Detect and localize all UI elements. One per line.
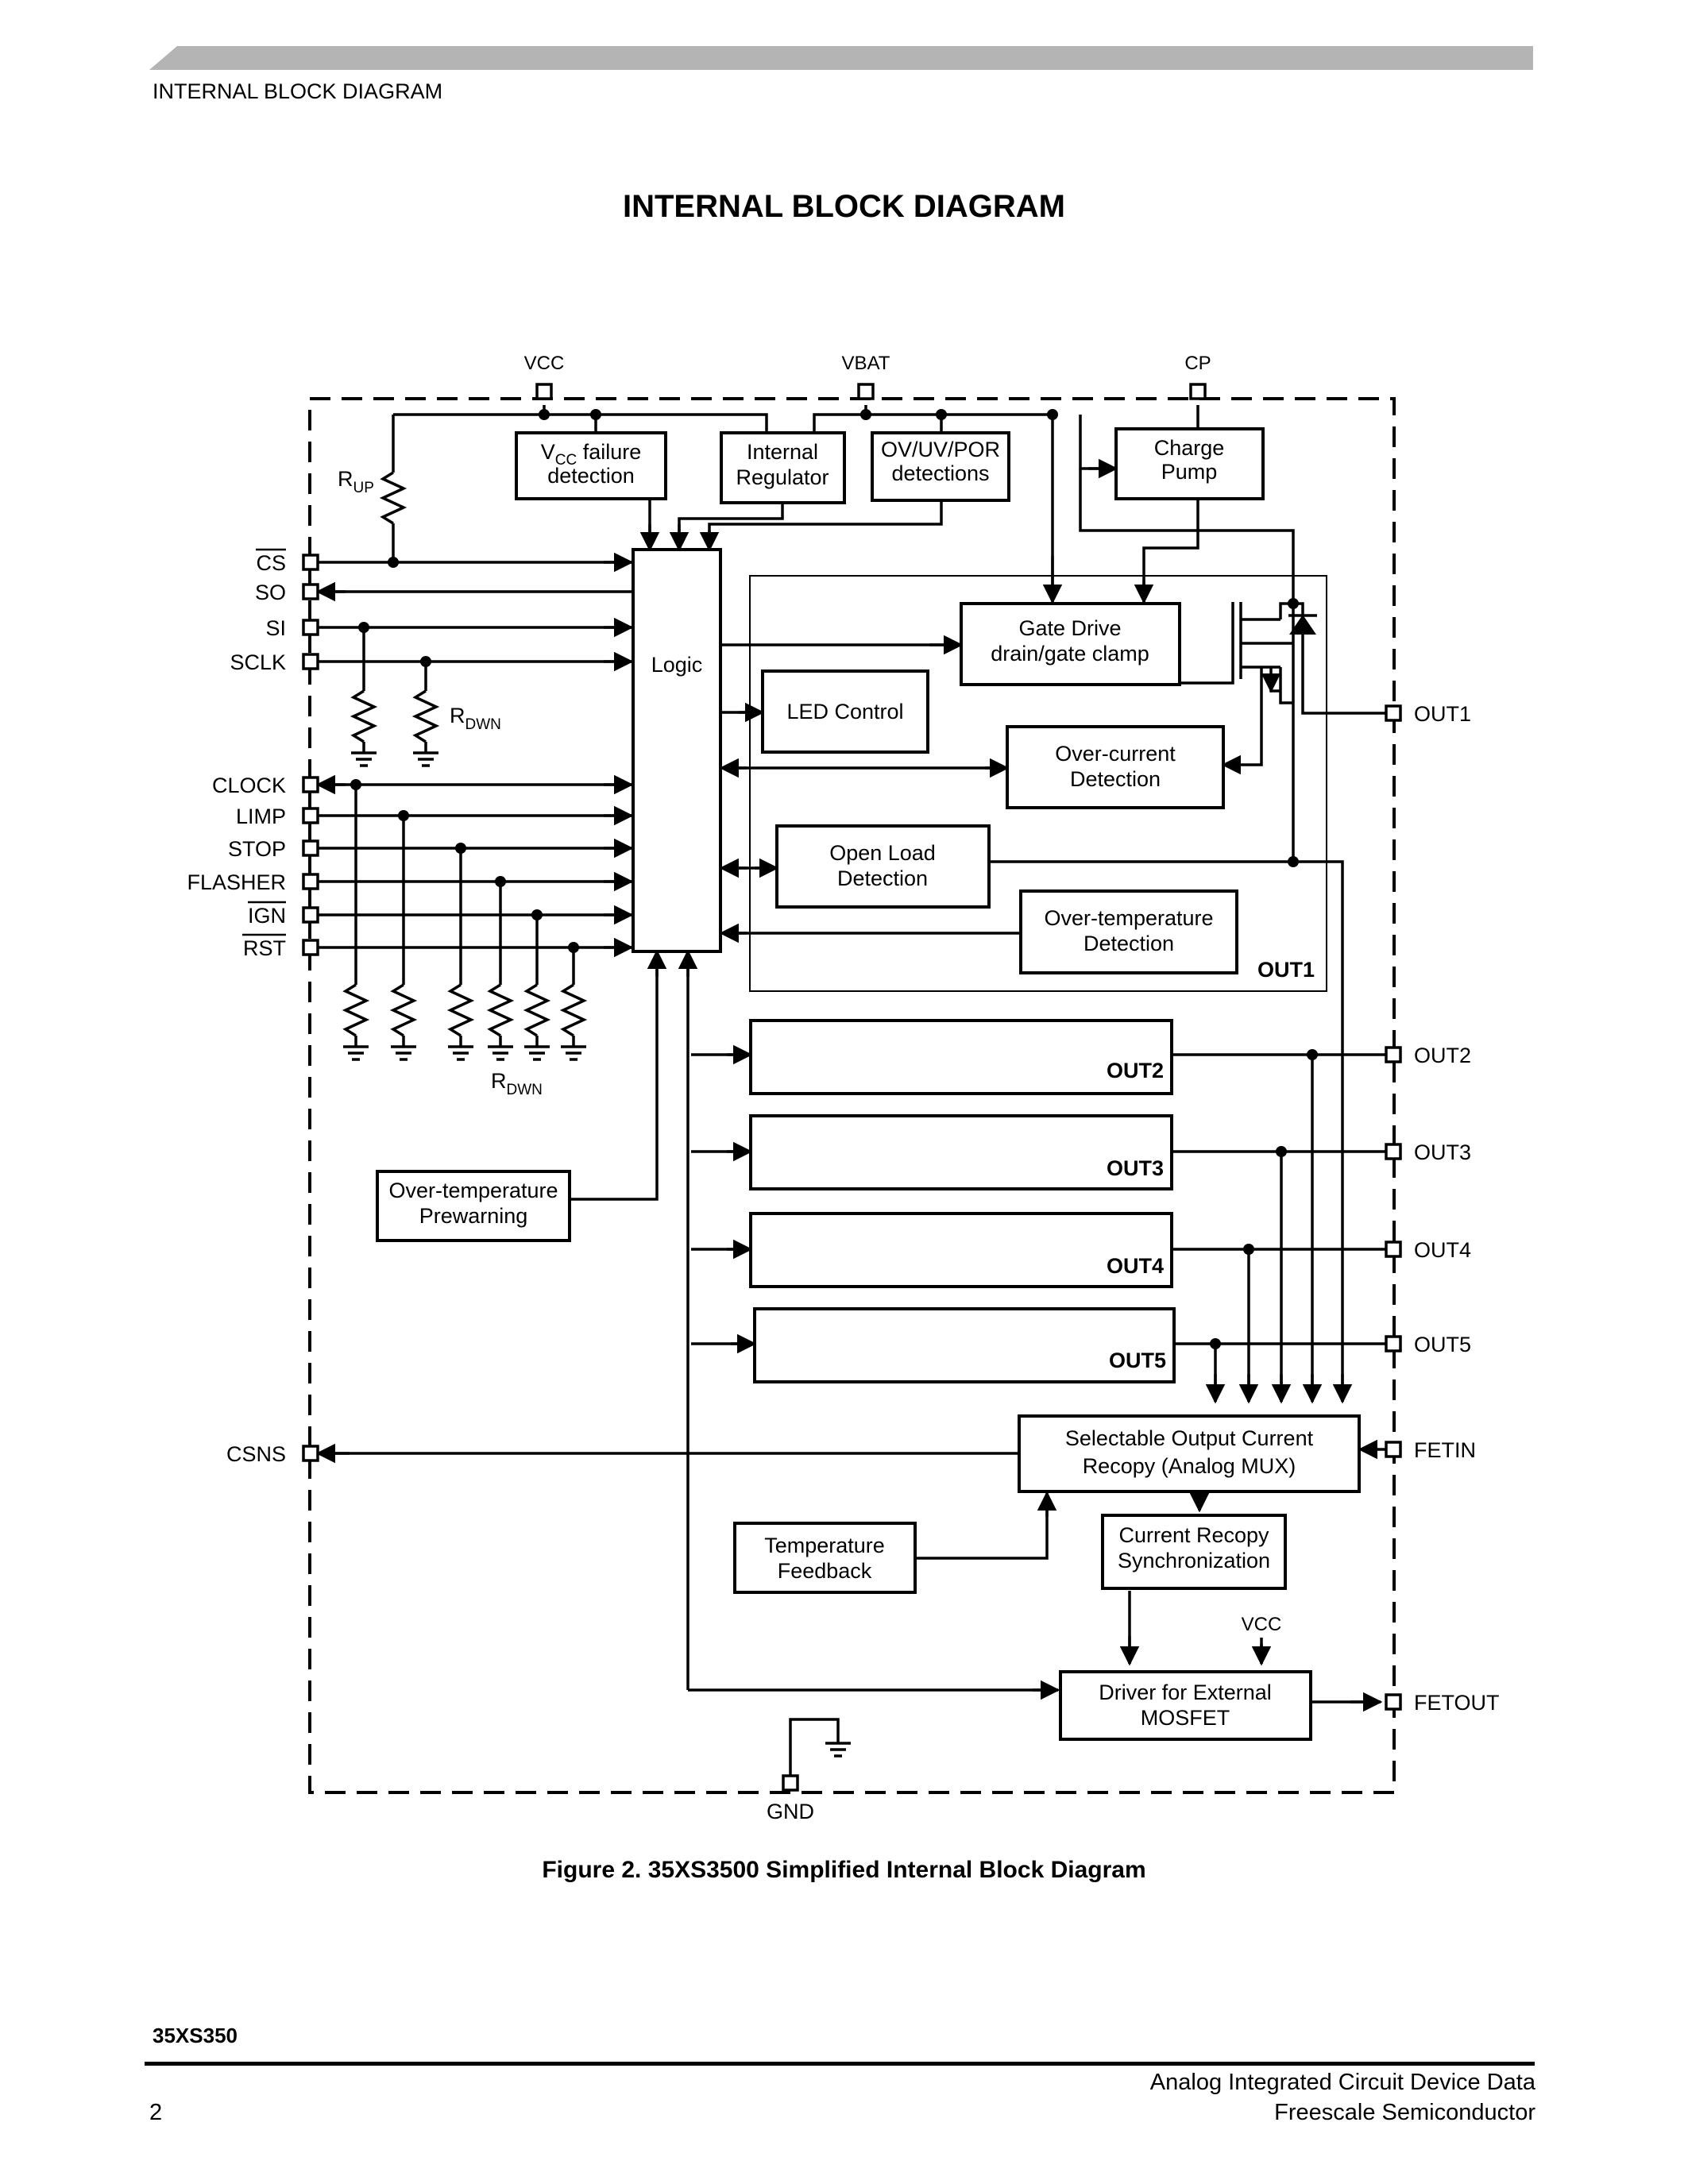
vcc-failure-label: VCC failure <box>541 440 642 469</box>
gate-drive-label-2: drain/gate clamp <box>991 642 1149 666</box>
over-current-block <box>1006 725 1225 809</box>
recopy-sync-block <box>1101 1514 1287 1590</box>
out4-channel-label: OUT4 <box>1107 1254 1164 1278</box>
rdwn-label-top: RDWN <box>450 704 501 733</box>
out5-channel-block <box>753 1307 1176 1383</box>
led-control-label: LED Control <box>786 700 903 723</box>
rdwn-label-bottom: RDWN <box>491 1069 543 1098</box>
pin-out5-label: OUT5 <box>1414 1333 1471 1356</box>
temp-feedback-label-1: Temperature <box>764 1534 885 1557</box>
rup-label: RUP <box>338 467 374 496</box>
pin-gnd-label: GND <box>767 1800 814 1823</box>
open-load-label-1: Open Load <box>829 841 936 865</box>
analog-mux-block <box>1018 1414 1361 1493</box>
out4-channel-block <box>749 1212 1173 1288</box>
pin-clock-label: CLOCK <box>212 774 286 797</box>
over-temperature-label-1: Over-temperature <box>1044 906 1213 930</box>
gate-drive-label-1: Gate Drive <box>1018 616 1121 640</box>
out1-channel-label: OUT1 <box>1257 958 1315 982</box>
vcc-failure-label-2: detection <box>547 464 635 488</box>
pin-out4-label: OUT4 <box>1414 1238 1471 1262</box>
internal-regulator-block <box>720 431 846 504</box>
header-section-title: INTERNAL BLOCK DIAGRAM <box>153 79 443 103</box>
footer-company: Freescale Semiconductor <box>1274 2100 1535 2125</box>
vcc-inner-label: VCC <box>1242 1614 1282 1635</box>
figure-caption: Figure 2. 35XS3500 Simplified Internal B… <box>542 1857 1146 1883</box>
mux-label-1: Selectable Output Current <box>1065 1426 1314 1450</box>
pin-out1-label: OUT1 <box>1414 702 1471 726</box>
pin-si-label: SI <box>265 616 286 640</box>
pin-sclk-label: SCLK <box>230 650 286 674</box>
ovuv-label-1: OV/UV/POR <box>881 438 1000 461</box>
ovuv-por-block <box>871 431 1010 502</box>
pin-ign-label: IGN <box>248 904 286 928</box>
out3-channel-block <box>749 1114 1173 1190</box>
out1-channel-frame <box>749 575 1327 992</box>
pin-fetin-label: FETIN <box>1414 1438 1476 1462</box>
regulator-label-1: Internal <box>747 440 818 464</box>
pin-out3-label: OUT3 <box>1414 1140 1471 1164</box>
regulator-label-2: Regulator <box>736 465 829 489</box>
prewarning-label-2: Prewarning <box>419 1204 528 1228</box>
recopy-sync-label-2: Synchronization <box>1118 1549 1270 1572</box>
prewarning-label-1: Over-temperature <box>388 1179 558 1202</box>
gate-drive-block <box>960 602 1181 686</box>
out2-channel-label: OUT2 <box>1107 1059 1164 1082</box>
footer-document: Analog Integrated Circuit Device Data <box>1149 2070 1535 2095</box>
led-control-block <box>761 669 929 754</box>
over-current-label-2: Detection <box>1070 767 1161 791</box>
prewarning-block <box>376 1170 571 1242</box>
pin-flasher-label: FLASHER <box>187 870 286 894</box>
charge-pump-block <box>1114 427 1265 500</box>
pin-limp-label: LIMP <box>236 805 286 828</box>
logic-label: Logic <box>651 653 703 677</box>
driver-label-1: Driver for External <box>1099 1680 1272 1704</box>
pin-so-label: SO <box>255 581 286 604</box>
pin-fetout-label: FETOUT <box>1414 1691 1500 1715</box>
footer-part-number: 35XS350 <box>153 2024 238 2047</box>
pin-rst-label: RST <box>243 936 286 960</box>
footer-page-number: 2 <box>149 2100 163 2125</box>
driver-label-2: MOSFET <box>1141 1706 1230 1730</box>
temp-feedback-label-2: Feedback <box>778 1559 872 1583</box>
pin-cs-label: CS <box>256 551 286 575</box>
pin-vcc-label: VCC <box>524 353 565 374</box>
header-bar <box>149 46 1533 70</box>
page-title: INTERNAL BLOCK DIAGRAM <box>622 189 1065 224</box>
over-temperature-label-2: Detection <box>1083 932 1174 955</box>
temperature-feedback-block <box>733 1522 917 1594</box>
pin-cp-label: CP <box>1184 353 1211 374</box>
footer-rule <box>145 2062 1535 2066</box>
pin-vbat-label: VBAT <box>842 353 890 374</box>
mosfet-driver-block <box>1059 1670 1312 1741</box>
charge-pump-label-2: Pump <box>1161 460 1218 484</box>
ovuv-label-2: detections <box>891 461 989 485</box>
open-load-label-2: Detection <box>837 866 928 890</box>
recopy-sync-label-1: Current Recopy <box>1118 1523 1269 1547</box>
over-current-label-1: Over-current <box>1055 742 1176 766</box>
pin-csns-label: CSNS <box>226 1442 286 1466</box>
out3-channel-label: OUT3 <box>1107 1156 1164 1180</box>
mux-label-2: Recopy (Analog MUX) <box>1083 1454 1296 1478</box>
pin-out2-label: OUT2 <box>1414 1044 1471 1067</box>
ic-boundary <box>308 397 1396 1794</box>
open-load-block <box>775 824 991 909</box>
pin-stop-label: STOP <box>228 837 286 861</box>
out2-channel-block <box>749 1019 1173 1095</box>
over-temperature-block <box>1019 889 1238 974</box>
charge-pump-label-1: Charge <box>1154 436 1225 460</box>
vcc-failure-block <box>515 431 667 500</box>
out5-channel-label: OUT5 <box>1109 1349 1166 1372</box>
logic-block <box>632 548 722 953</box>
